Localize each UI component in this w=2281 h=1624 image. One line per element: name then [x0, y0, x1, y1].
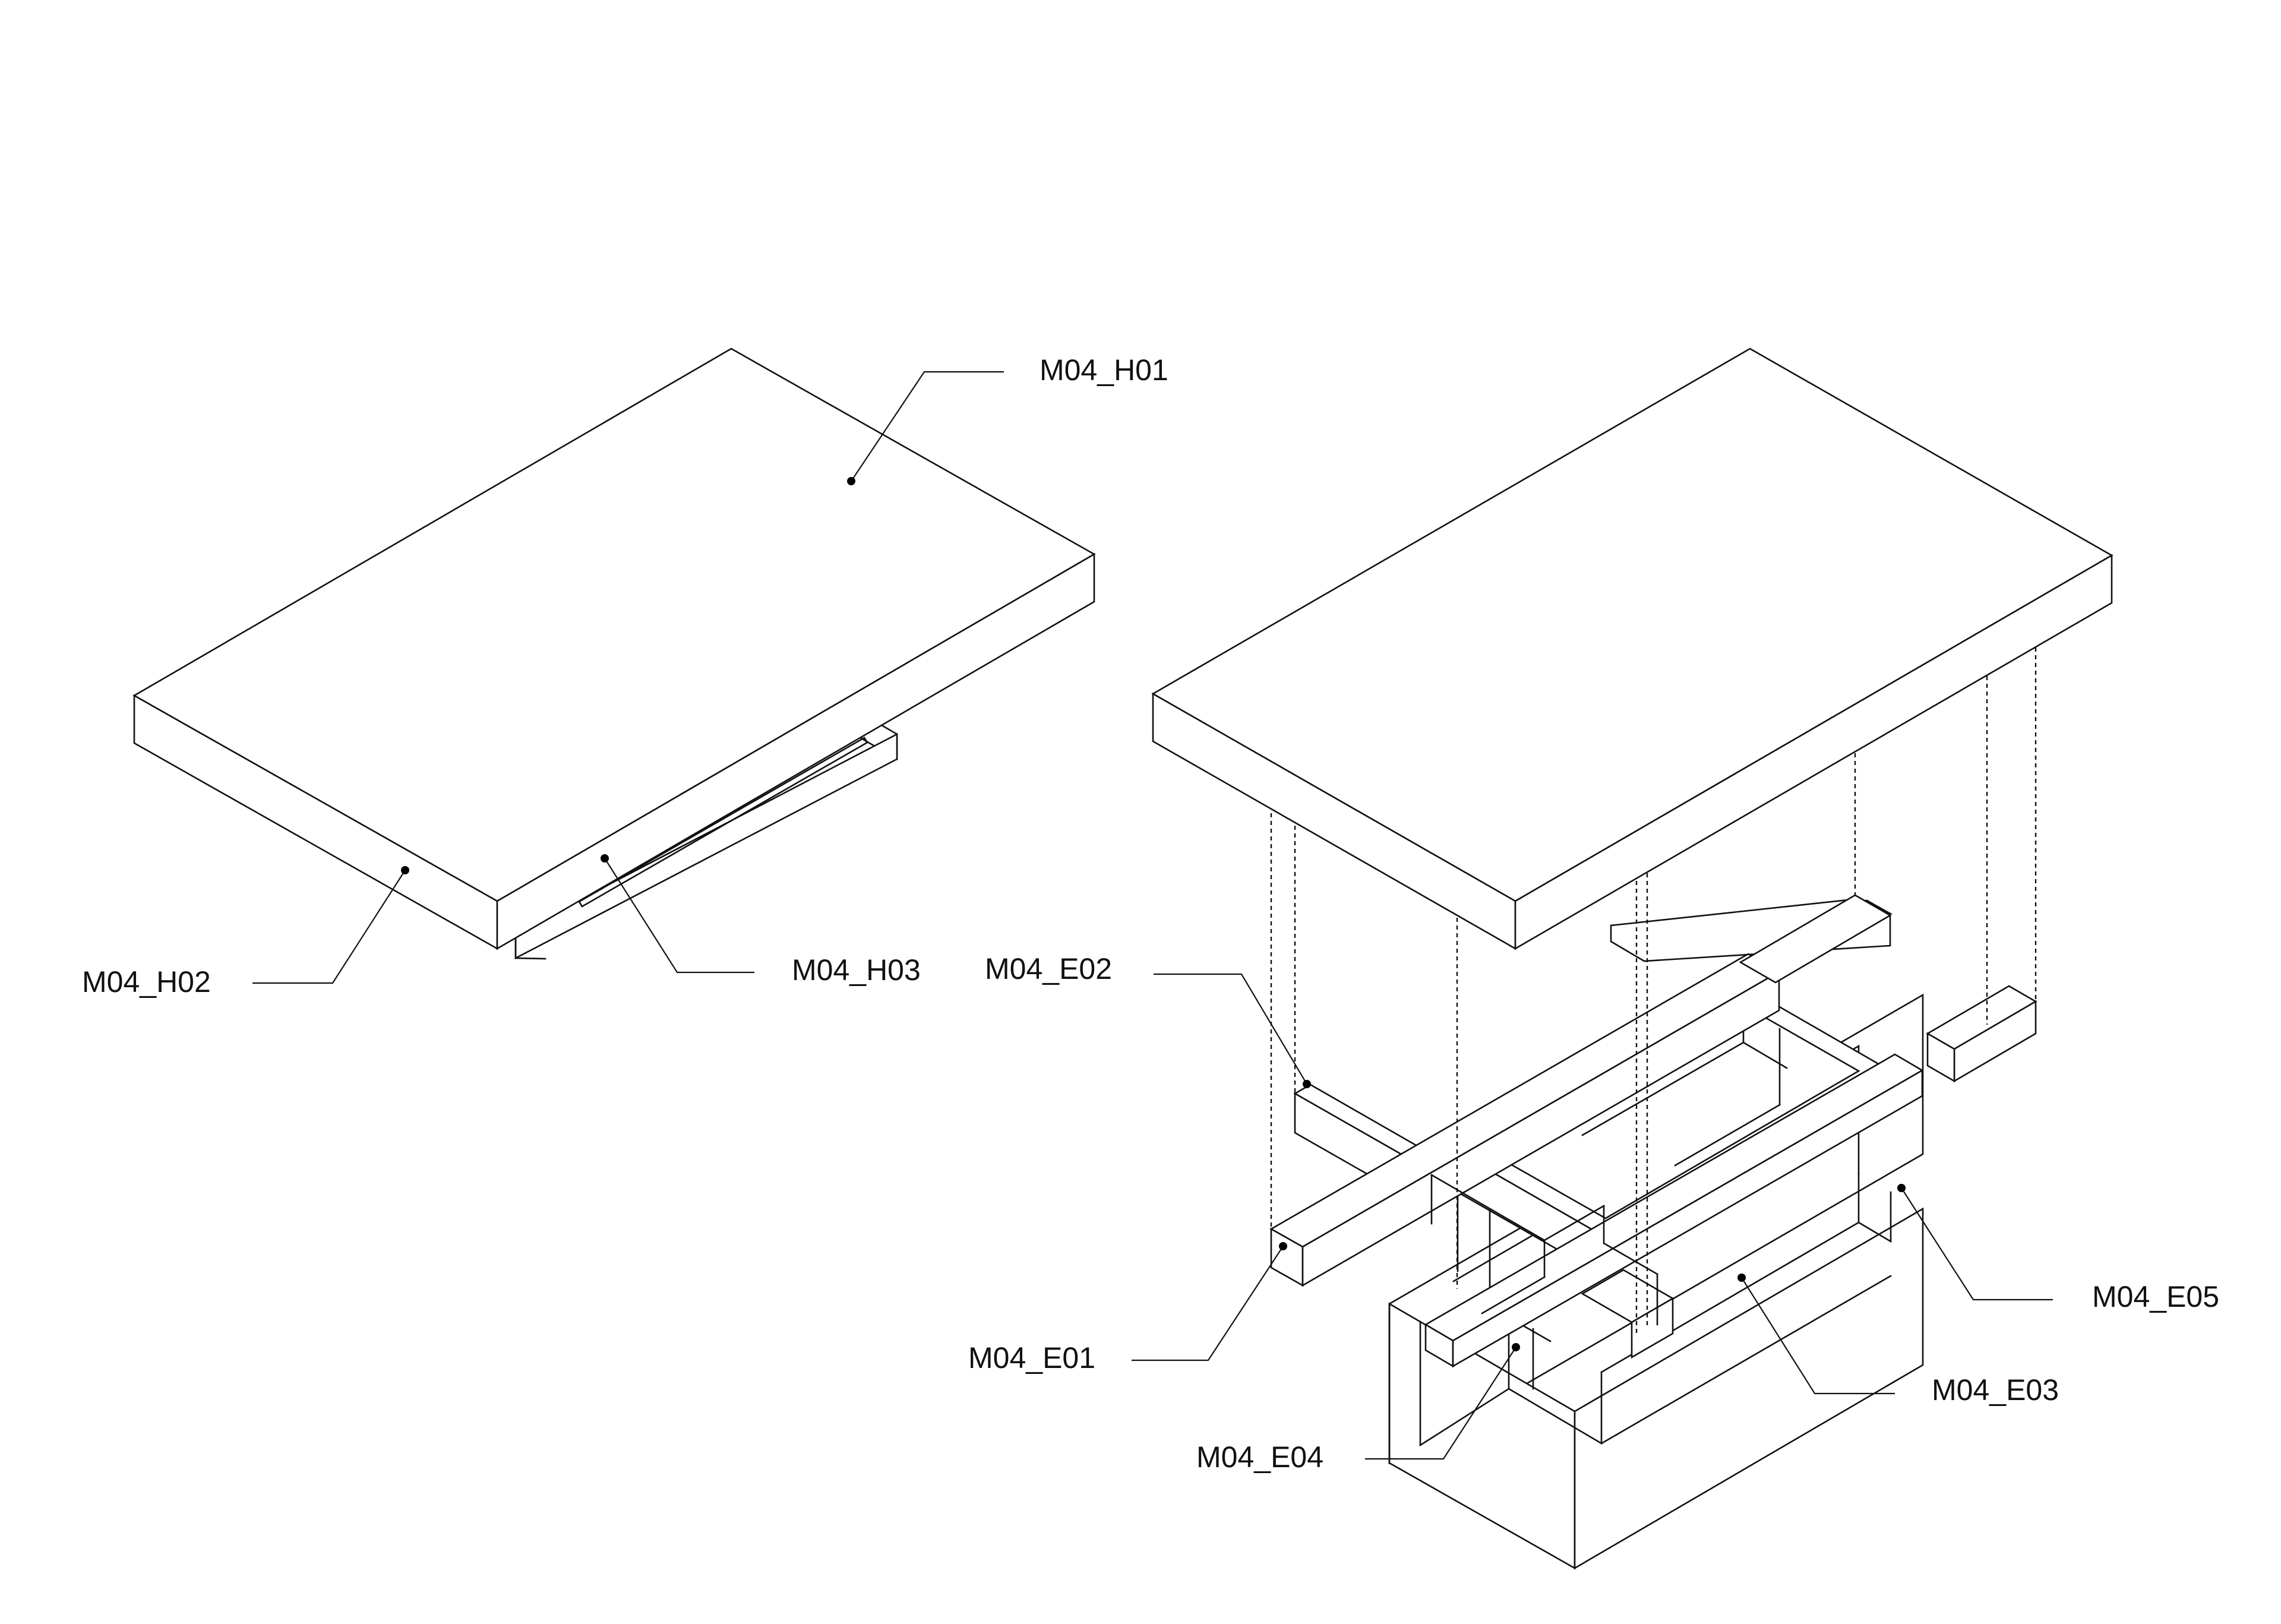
tabletop-slab: [132, 347, 1096, 950]
callout-h01: M04_H01: [847, 353, 1168, 485]
upper-cross-frame: [1269, 894, 2037, 1368]
assembly-guide-lines: [1270, 647, 2037, 1334]
exploded-assembly: [1151, 347, 2113, 1570]
label-m04-e01: M04_E01: [968, 1341, 1095, 1375]
callout-e01: M04_E01: [968, 1242, 1287, 1375]
assembled-table: [132, 347, 1096, 960]
label-m04-e03: M04_E03: [1932, 1373, 2059, 1407]
label-m04-e05: M04_E05: [2092, 1280, 2219, 1313]
callout-e02: M04_E02: [985, 952, 1311, 1088]
label-m04-h03: M04_H03: [792, 953, 921, 987]
label-m04-h02: M04_H02: [82, 965, 211, 999]
label-m04-e02: M04_E02: [985, 952, 1112, 985]
callout-e03: M04_E03: [1737, 1274, 2059, 1407]
callout-h02: M04_H02: [82, 866, 409, 999]
exploded-tabletop: [1151, 347, 2113, 950]
callout-e04: M04_E04: [1196, 1343, 1520, 1474]
callout-e05: M04_E05: [1897, 1184, 2219, 1313]
label-m04-e04: M04_E04: [1196, 1440, 1323, 1474]
tabletop-side-face: [496, 552, 1095, 950]
callout-h03: M04_H03: [601, 854, 921, 987]
label-m04-h01: M04_H01: [1040, 353, 1168, 387]
exploded-side-face: [1514, 554, 2113, 950]
table-slot: [578, 737, 868, 908]
